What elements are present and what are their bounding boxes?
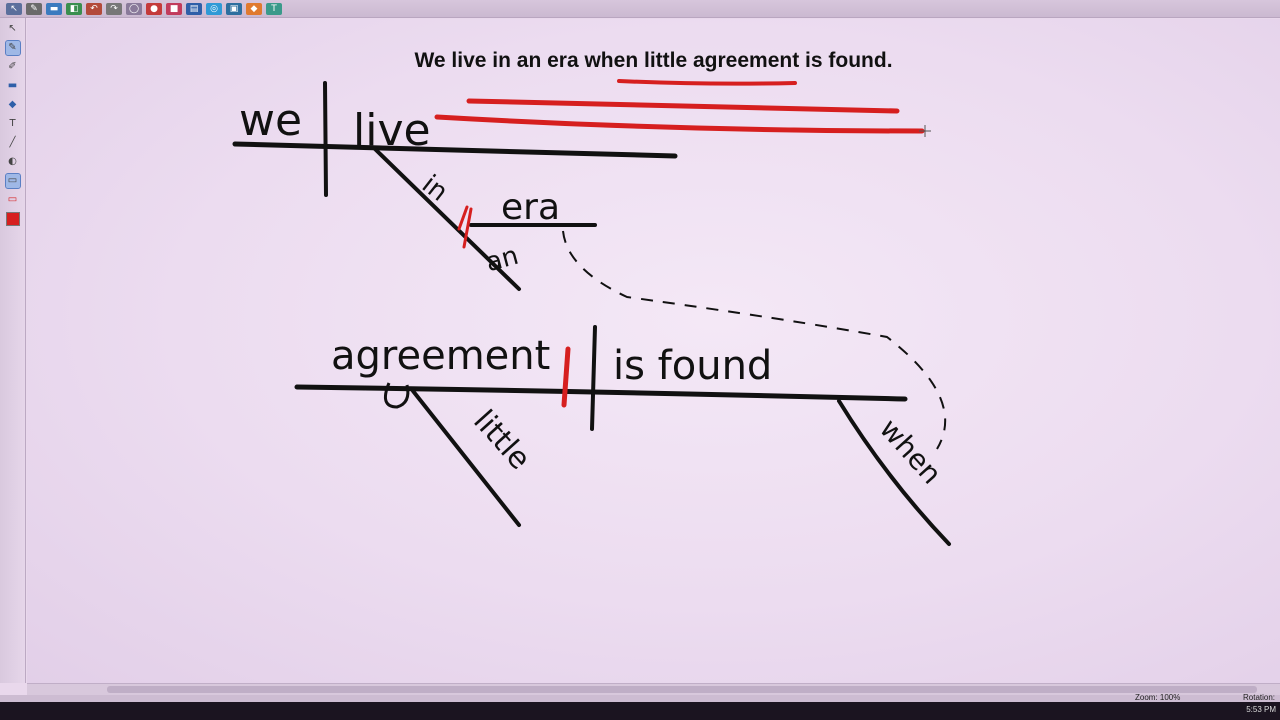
diagonal-little	[411, 389, 521, 527]
horizontal-scrollbar[interactable]	[27, 683, 1280, 696]
divider-2	[590, 325, 597, 431]
divider-1	[323, 81, 328, 197]
sentence-before: We live in an era when	[414, 49, 644, 72]
highlighter-icon[interactable]: ◐	[8, 156, 17, 167]
eraser-icon[interactable]: ▬	[7, 80, 18, 91]
print-icon[interactable]: ▤	[186, 2, 202, 15]
word-is-found: is found	[613, 343, 772, 389]
taskbar: 5:53 PM	[0, 702, 1280, 720]
loop-mark	[383, 382, 410, 409]
diagonal-in	[373, 147, 521, 291]
red-mark-1	[457, 205, 473, 249]
word-agreement: agreement	[331, 333, 550, 379]
redo-icon[interactable]: ↷	[106, 2, 122, 15]
word-live: live	[353, 105, 431, 156]
select-icon[interactable]: ↖	[6, 2, 22, 15]
shape-icon[interactable]: ▭	[4, 173, 21, 189]
red-underline	[617, 79, 797, 86]
baseline-1	[232, 141, 678, 159]
red-mark-2	[561, 346, 571, 408]
crosshair-cursor-icon	[919, 125, 931, 137]
sentence-underlined: little agreement	[643, 49, 800, 72]
red-stroke-2	[434, 114, 925, 134]
zoom-level: Zoom: 100%	[1135, 693, 1181, 702]
word-we: we	[239, 95, 302, 146]
whiteboard-canvas[interactable]: We live in an era when little agreement …	[27, 19, 1280, 683]
eraser-icon[interactable]: ◧	[66, 2, 82, 15]
dashed-connector	[562, 230, 947, 450]
word-era: era	[501, 187, 560, 228]
undo-icon[interactable]: ↶	[86, 2, 102, 15]
sentence-text: We live in an era when little agreement …	[27, 49, 1280, 73]
rotation-label: Rotation:	[1243, 693, 1276, 702]
red-pen-icon[interactable]: ▭	[7, 194, 18, 205]
highlighter-icon[interactable]: ▬	[46, 2, 62, 15]
status-bar: Zoom: 100% Rotation:	[0, 693, 1280, 702]
text-icon[interactable]: T	[266, 2, 282, 15]
select-icon[interactable]: ↖	[8, 23, 17, 34]
scrollbar-thumb[interactable]	[107, 686, 1257, 693]
top-toolbar: ↖ ✎ ▬ ◧ ↶ ↷ ◯ ● ■ ▤ ◎ ▣ ◆ T	[0, 0, 1280, 18]
pen-icon[interactable]: ✎	[26, 2, 42, 15]
word-in: in	[416, 169, 453, 207]
camera-icon[interactable]: ◎	[206, 2, 222, 15]
word-when: when	[873, 412, 948, 490]
diagram-ink: we live in era an agreement is found lit…	[232, 79, 951, 546]
word-an: an	[483, 241, 522, 278]
diagonal-when	[837, 399, 951, 546]
active-color-swatch[interactable]	[5, 212, 20, 226]
pencil-icon[interactable]: ✐	[8, 61, 17, 72]
shapes-icon[interactable]: ◯	[126, 2, 142, 15]
left-toolbar: ↖ ✎ ✐ ▬ ◆ T ╱ ◐ ▭ ▭	[0, 18, 26, 683]
text-icon[interactable]: T	[9, 118, 16, 129]
red-stroke-1	[466, 98, 900, 114]
pen-icon[interactable]: ✎	[4, 40, 21, 56]
screen-icon[interactable]: ▣	[226, 2, 242, 15]
clock: 5:53 PM	[1246, 705, 1276, 714]
color-icon[interactable]: ●	[146, 2, 162, 15]
fill-icon[interactable]: ◆	[246, 2, 262, 15]
word-little: little	[466, 404, 537, 477]
fill-icon[interactable]: ◆	[8, 99, 17, 110]
save-icon[interactable]: ■	[166, 2, 182, 15]
sentence-after: is found.	[799, 49, 893, 72]
line-icon[interactable]: ╱	[9, 137, 16, 148]
